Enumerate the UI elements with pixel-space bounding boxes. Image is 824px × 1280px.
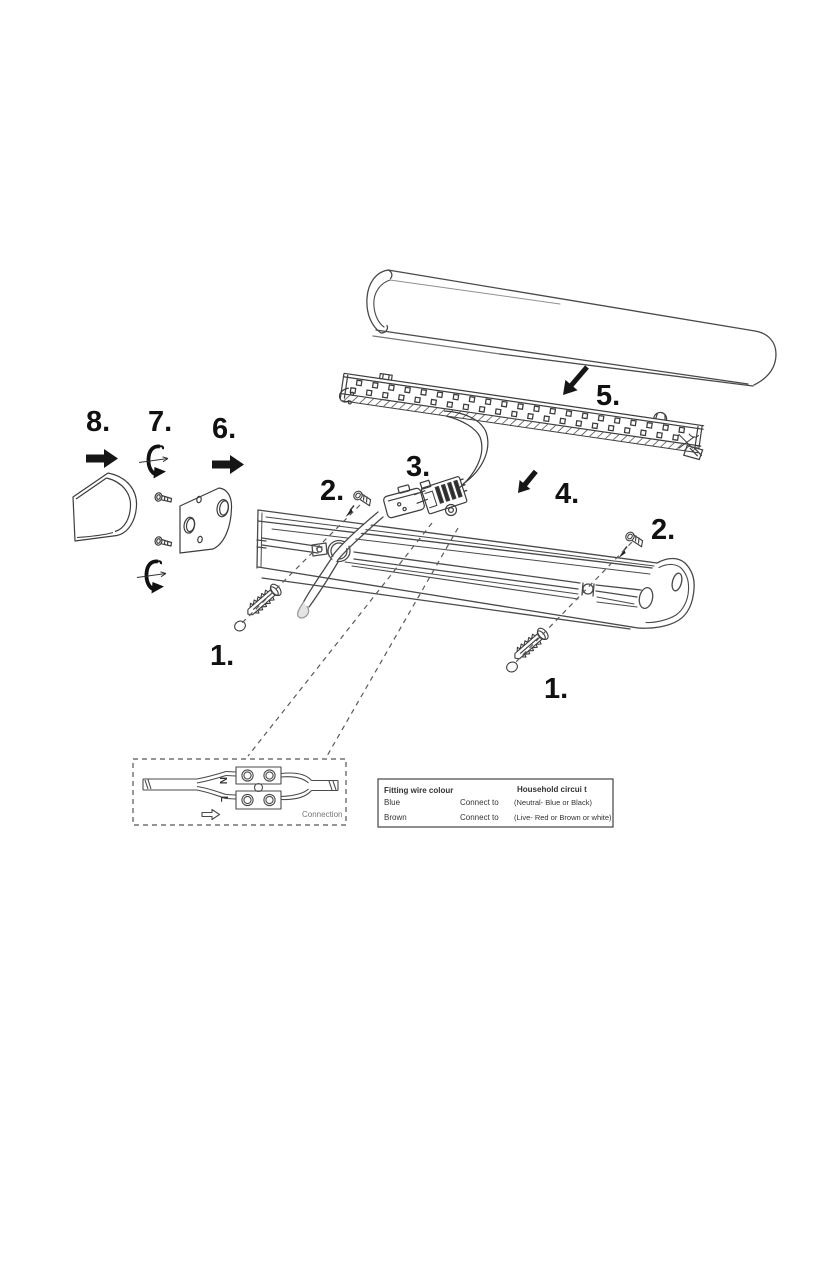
- svg-text:Household circui t: Household circui t: [517, 785, 587, 794]
- svg-text:N: N: [217, 777, 228, 784]
- svg-text:Fitting wire colour: Fitting wire colour: [384, 786, 453, 795]
- svg-text:(Neutral- Blue or Black): (Neutral- Blue or Black): [514, 798, 592, 807]
- svg-text:Blue: Blue: [384, 798, 401, 807]
- svg-text:to: to: [492, 798, 499, 807]
- svg-text:Connection: Connection: [302, 810, 342, 819]
- svg-text:Connect: Connect: [460, 798, 491, 807]
- svg-text:4.: 4.: [555, 478, 579, 510]
- svg-text:2.: 2.: [651, 514, 675, 546]
- svg-text:3.: 3.: [406, 451, 430, 483]
- svg-text:7.: 7.: [148, 406, 172, 438]
- svg-text:2.: 2.: [320, 475, 344, 507]
- svg-text:Brown: Brown: [384, 813, 407, 822]
- svg-text:5.: 5.: [596, 380, 620, 412]
- svg-text:1.: 1.: [210, 640, 234, 672]
- svg-text:6.: 6.: [212, 413, 236, 445]
- svg-text:Connect: Connect: [460, 813, 491, 822]
- svg-text:to: to: [492, 813, 499, 822]
- svg-text:8.: 8.: [86, 406, 110, 438]
- svg-text:L: L: [218, 796, 229, 802]
- svg-text:(Live- Red or Brown or white): (Live- Red or Brown or white): [514, 813, 612, 822]
- svg-text:1.: 1.: [544, 673, 568, 705]
